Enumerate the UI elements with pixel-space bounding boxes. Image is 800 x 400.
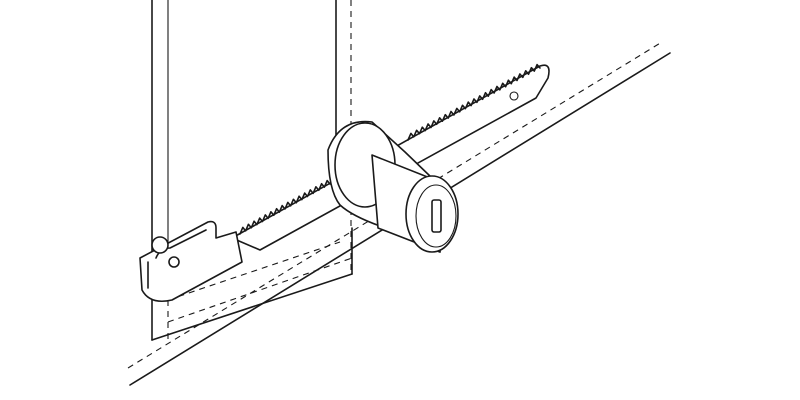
lock-cylinder [327, 120, 459, 253]
ratchet-teeth [407, 63, 541, 141]
keyhole-icon [431, 199, 442, 233]
ratchet-teeth [239, 179, 331, 235]
hook-bracket [139, 220, 243, 303]
